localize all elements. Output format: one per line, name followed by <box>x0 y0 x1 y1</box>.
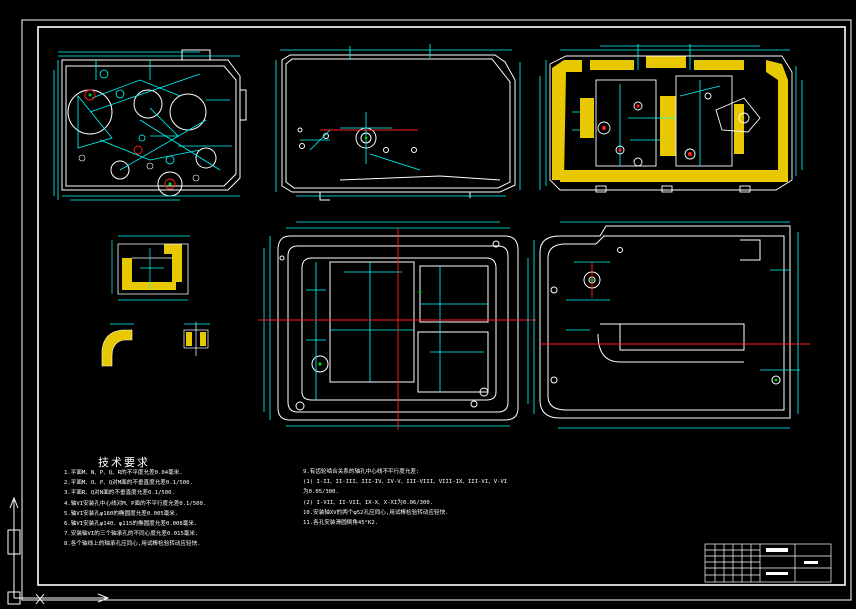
note-item: 2.平面M、O、P、Q对M面的不垂直度允差0.1/500. <box>64 480 193 487</box>
detail-section-c <box>183 322 210 356</box>
bottom-view <box>527 221 810 429</box>
technical-requirements-title: 技术要求 <box>98 456 150 469</box>
note-item: (2) I-VII、II-VII、IX-X、X-XI为0.06/300. <box>303 499 434 506</box>
sheet-border <box>21 19 852 601</box>
note-item: 6.轴VI安装孔φ140、φ115的椭圆度允差0.008毫米. <box>64 521 198 528</box>
ucs-axis-icon <box>7 496 110 605</box>
note-item: 4.轴VI安装孔中心线对M、P面的不平行度允差0.1/500. <box>64 500 207 507</box>
title-block <box>704 543 832 583</box>
side-view <box>275 44 521 201</box>
note-item: 8.各个轴线上的轴承孔应同心,用试棒检验转动应轻快. <box>64 541 201 548</box>
note-item: 11.各孔安装滑圆倒角45°K2. <box>303 520 379 527</box>
note-item: 5.轴VI安装孔φ160的椭圆度允差0.005毫米. <box>64 510 179 517</box>
note-item: 9.有齿轮啮合关系的轴孔中心线不平行度允差: <box>303 469 420 475</box>
section-view <box>539 44 803 193</box>
plan-view <box>258 221 536 430</box>
note-item: 10.安装轴XV的两个φ52孔应同心,用试棒检验转动应轻快. <box>303 509 449 516</box>
technical-notes-right: 9.有齿轮啮合关系的轴孔中心线不平行度允差: (1) I-II、II-III、I… <box>303 467 507 528</box>
detail-section-a <box>111 235 190 301</box>
note-item: 3.平面R、Q对N面的不垂直度允差0.1/500. <box>64 490 175 497</box>
note-item: 为0.05/300. <box>303 489 339 496</box>
note-item: 7.安装轴VI的三个轴承孔的不同心度允差0.015毫米. <box>64 531 199 538</box>
technical-notes-left: 1.平面M、N、P、Q、R的不平度允差0.04毫米. 2.平面M、O、P、Q对M… <box>64 468 206 550</box>
note-item: 1.平面M、N、P、Q、R的不平度允差0.04毫米. <box>64 470 183 476</box>
front-view <box>53 49 247 201</box>
detail-section-b <box>101 323 134 367</box>
note-item: (1) I-II、II-III、III-IV、IV-V、III-VIII、VII… <box>303 479 508 486</box>
